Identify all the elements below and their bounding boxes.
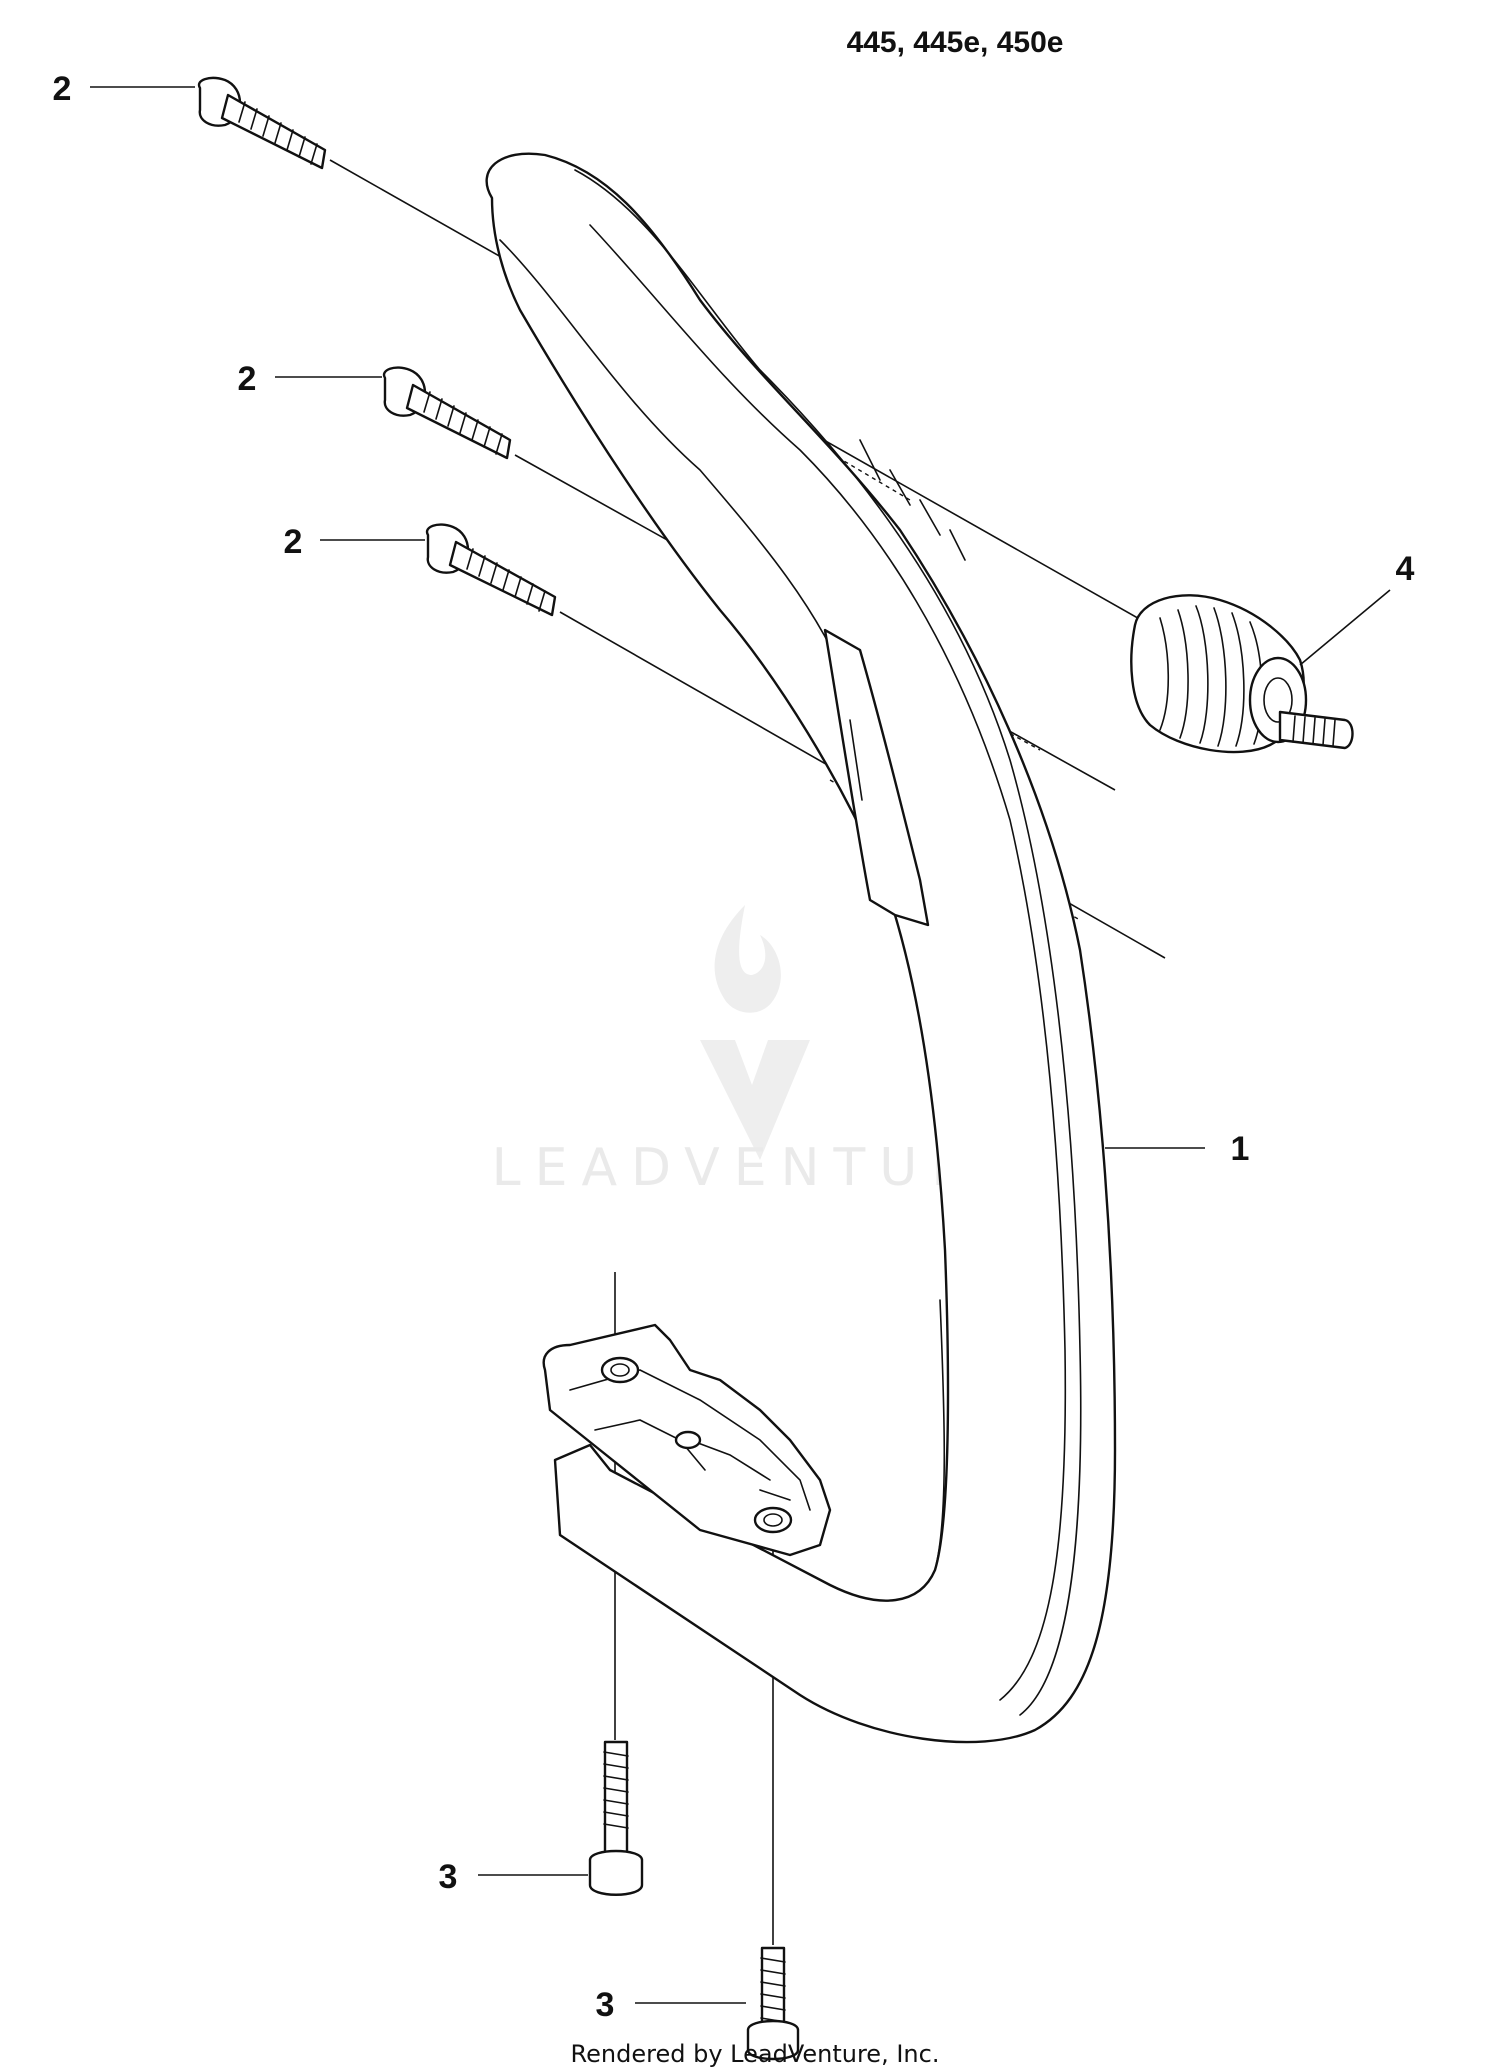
spring-end-cap-inner <box>1263 677 1293 723</box>
callout-part-1: 1 <box>1105 1130 1249 1168</box>
callout-part-3-upper: 3 <box>439 1858 588 1896</box>
bolt-middle-threads <box>423 391 503 455</box>
front-handle <box>485 152 1117 1744</box>
base-bracket-center-hole <box>674 1430 702 1450</box>
leadventure-watermark: LEADVENTURE <box>492 905 1029 1198</box>
bolt-base-right <box>746 1946 800 2061</box>
front-handle-body <box>485 152 1117 1744</box>
spring-coils <box>1159 605 1263 747</box>
front-handle-mounting-tab <box>823 628 930 927</box>
callout-3-upper-label: 3 <box>439 1858 458 1896</box>
base-bracket-channel <box>594 1419 791 1501</box>
bolt-lower-shank <box>448 540 557 617</box>
bolt-base-left-shank <box>603 1740 629 1857</box>
callout-3-lower-label: 3 <box>596 1986 615 2024</box>
watermark-flame-logo <box>700 905 810 1160</box>
callout-part-4: 4 <box>1299 550 1415 666</box>
handle-base-bracket <box>542 1323 832 1557</box>
bolt-top-threads <box>238 101 318 165</box>
base-bracket-mount-hole-right <box>753 1506 793 1534</box>
front-handle-slot <box>849 719 863 801</box>
callout-part-3-lower: 3 <box>596 1986 746 2024</box>
spring-threaded-stud <box>1278 710 1354 750</box>
front-handle-ridge-inner <box>589 224 1067 1701</box>
watermark-text: LEADVENTURE <box>492 1138 1029 1198</box>
bolt-base-right-threads <box>760 1957 786 2023</box>
callout-2-middle-label: 2 <box>238 360 257 398</box>
bolt-base-left-head <box>588 1849 644 1896</box>
bolt-middle-shank <box>405 383 512 460</box>
callout-part-2-middle: 2 <box>238 360 382 398</box>
front-handle-grip-edge <box>499 239 851 691</box>
model-numbers: 445, 445e, 450e <box>847 26 1064 59</box>
anti-vibration-spring <box>1130 594 1354 754</box>
bolt-base-left <box>588 1740 644 1896</box>
bolt-top-shank <box>220 93 327 170</box>
bolt-base-right-head <box>746 2019 800 2061</box>
callout-4-label: 4 <box>1396 550 1415 588</box>
bolt-top <box>197 76 327 170</box>
callout-part-2-lower: 2 <box>284 523 425 561</box>
front-handle-inner-curve <box>934 1299 946 1571</box>
base-bracket-mount-hole-left <box>600 1356 640 1384</box>
bolt-base-left-threads <box>603 1751 629 1829</box>
callout-2-lower-label: 2 <box>284 523 303 561</box>
callout-2-top-label: 2 <box>53 70 72 108</box>
spring-stud-threads <box>1292 715 1336 747</box>
base-bracket-mount-hole-right-inner <box>763 1513 783 1527</box>
base-bracket-mount-hole-left-inner <box>610 1363 630 1377</box>
render-credit: Rendered by LeadVenture, Inc. <box>571 2040 940 2068</box>
front-handle-ridge-outer <box>574 169 1082 1716</box>
bolt-lower-threads <box>466 548 546 612</box>
callout-1-label: 1 <box>1231 1130 1250 1168</box>
bolt-middle <box>382 366 512 460</box>
bolt-lower <box>425 523 557 617</box>
callout-part-2-top: 2 <box>53 70 195 108</box>
callout-4-leader <box>1299 589 1391 666</box>
front-handle-rib-details <box>859 439 966 561</box>
